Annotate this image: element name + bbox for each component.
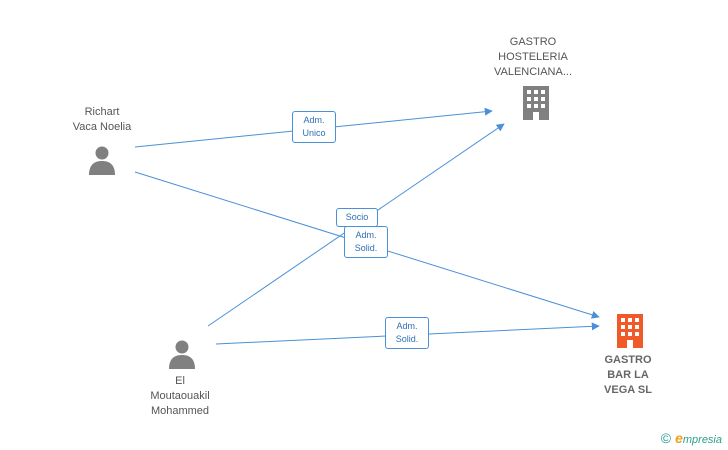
edge-label-adm-solid: Adm. Solid. (344, 226, 388, 258)
edge-label-adm-solid: Adm. Solid. (385, 317, 429, 349)
node-label-gastro-bar[interactable]: GASTRO BAR LA VEGA SL (604, 354, 652, 396)
person-icon[interactable] (167, 339, 197, 369)
copyright-icon: © (660, 430, 672, 446)
node-label-el-moutaouakil[interactable]: El Moutaouakil Mohammed (150, 375, 210, 417)
node-label-gastro-hosteleria[interactable]: GASTRO HOSTELERIA VALENCIANA... (493, 36, 573, 78)
node-label-richart[interactable]: Richart Vaca Noelia (72, 106, 132, 133)
building-icon[interactable] (614, 313, 646, 349)
brand-initial: e (675, 430, 683, 446)
brand-name: mpresia (682, 434, 722, 446)
brand-logo: © empresia (661, 430, 722, 446)
edge-label-adm-unico: Adm. Unico (292, 111, 336, 143)
building-icon[interactable] (520, 85, 552, 121)
person-icon[interactable] (87, 145, 117, 175)
edge-label-socio: Socio (336, 208, 378, 227)
